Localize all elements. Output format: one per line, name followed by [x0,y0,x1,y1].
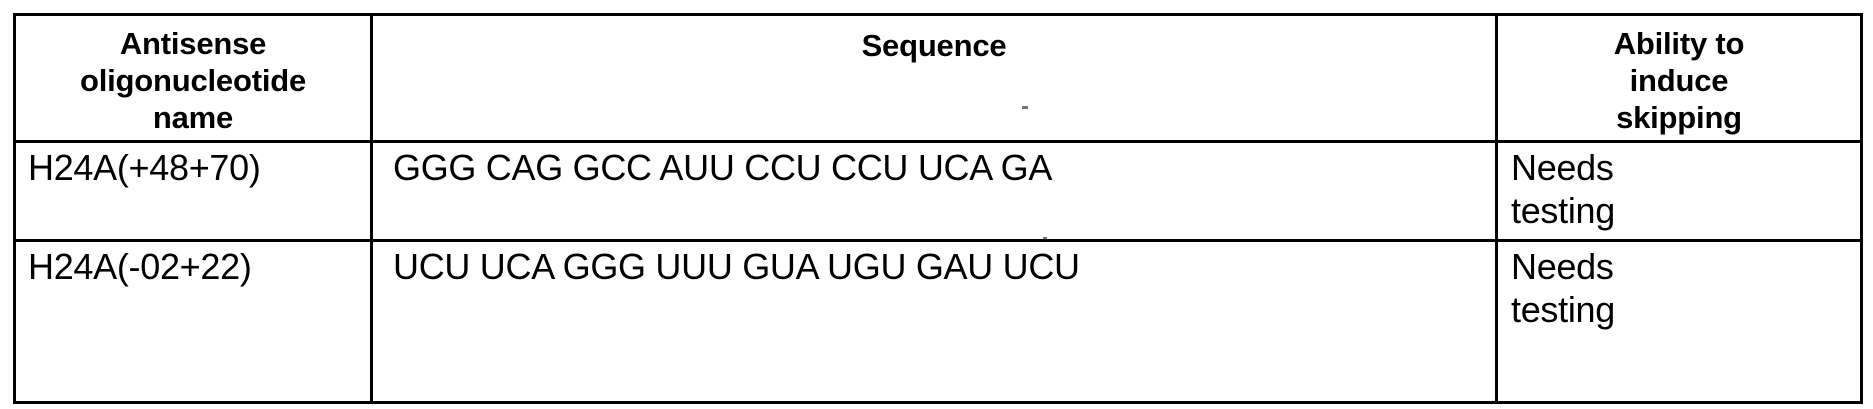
cell-sequence: GGG CAG GCC AUU CCU CCU UCA GA [370,140,1498,242]
cell-oligo-name: H24A(+48+70) [13,140,373,242]
ability-text-line1: Needs [1511,246,1614,287]
table-row: H24A(+48+70) GGG CAG GCC AUU CCU CCU UCA… [13,140,1863,242]
cell-oligo-name: H24A(-02+22) [13,239,373,404]
column-header-ability-line2: induce [1629,63,1729,98]
column-header-sequence: Sequence [370,13,1498,143]
oligo-name-text: H24A(+48+70) [28,147,261,188]
ability-text-line2: testing [1511,190,1615,231]
antisense-oligonucleotide-table: Antisense oligonucleotide name Sequence … [13,13,1863,404]
scan-speck [1043,237,1047,241]
column-header-ability: Ability to induce skipping [1495,13,1863,143]
cell-ability: Needs testing [1495,140,1863,242]
scan-speck [1022,106,1028,109]
column-header-oligo-name: Antisense oligonucleotide name [13,13,373,143]
cell-sequence: UCU UCA GGG UUU GUA UGU GAU UCU [370,239,1498,404]
table-body: H24A(+48+70) GGG CAG GCC AUU CCU CCU UCA… [13,140,1863,404]
ability-text-line2: testing [1511,289,1615,330]
column-header-oligo-name-line3: name [152,100,234,135]
sequence-text: UCU UCA GGG UUU GUA UGU GAU UCU [393,246,1080,287]
cell-ability: Needs testing [1495,239,1863,404]
table-header-row: Antisense oligonucleotide name Sequence … [13,13,1863,143]
table-row: H24A(-02+22) UCU UCA GGG UUU GUA UGU GAU… [13,239,1863,404]
column-header-ability-line1: Ability to [1613,26,1745,61]
column-header-sequence-label: Sequence [861,28,1007,63]
column-header-oligo-name-line2: oligonucleotide [79,63,307,98]
oligo-name-text: H24A(-02+22) [28,246,252,287]
table-header: Antisense oligonucleotide name Sequence … [13,13,1863,143]
column-header-oligo-name-line1: Antisense [119,26,267,61]
ability-text-line1: Needs [1511,147,1614,188]
sequence-text: GGG CAG GCC AUU CCU CCU UCA GA [393,147,1053,188]
column-header-ability-line3: skipping [1616,100,1742,135]
